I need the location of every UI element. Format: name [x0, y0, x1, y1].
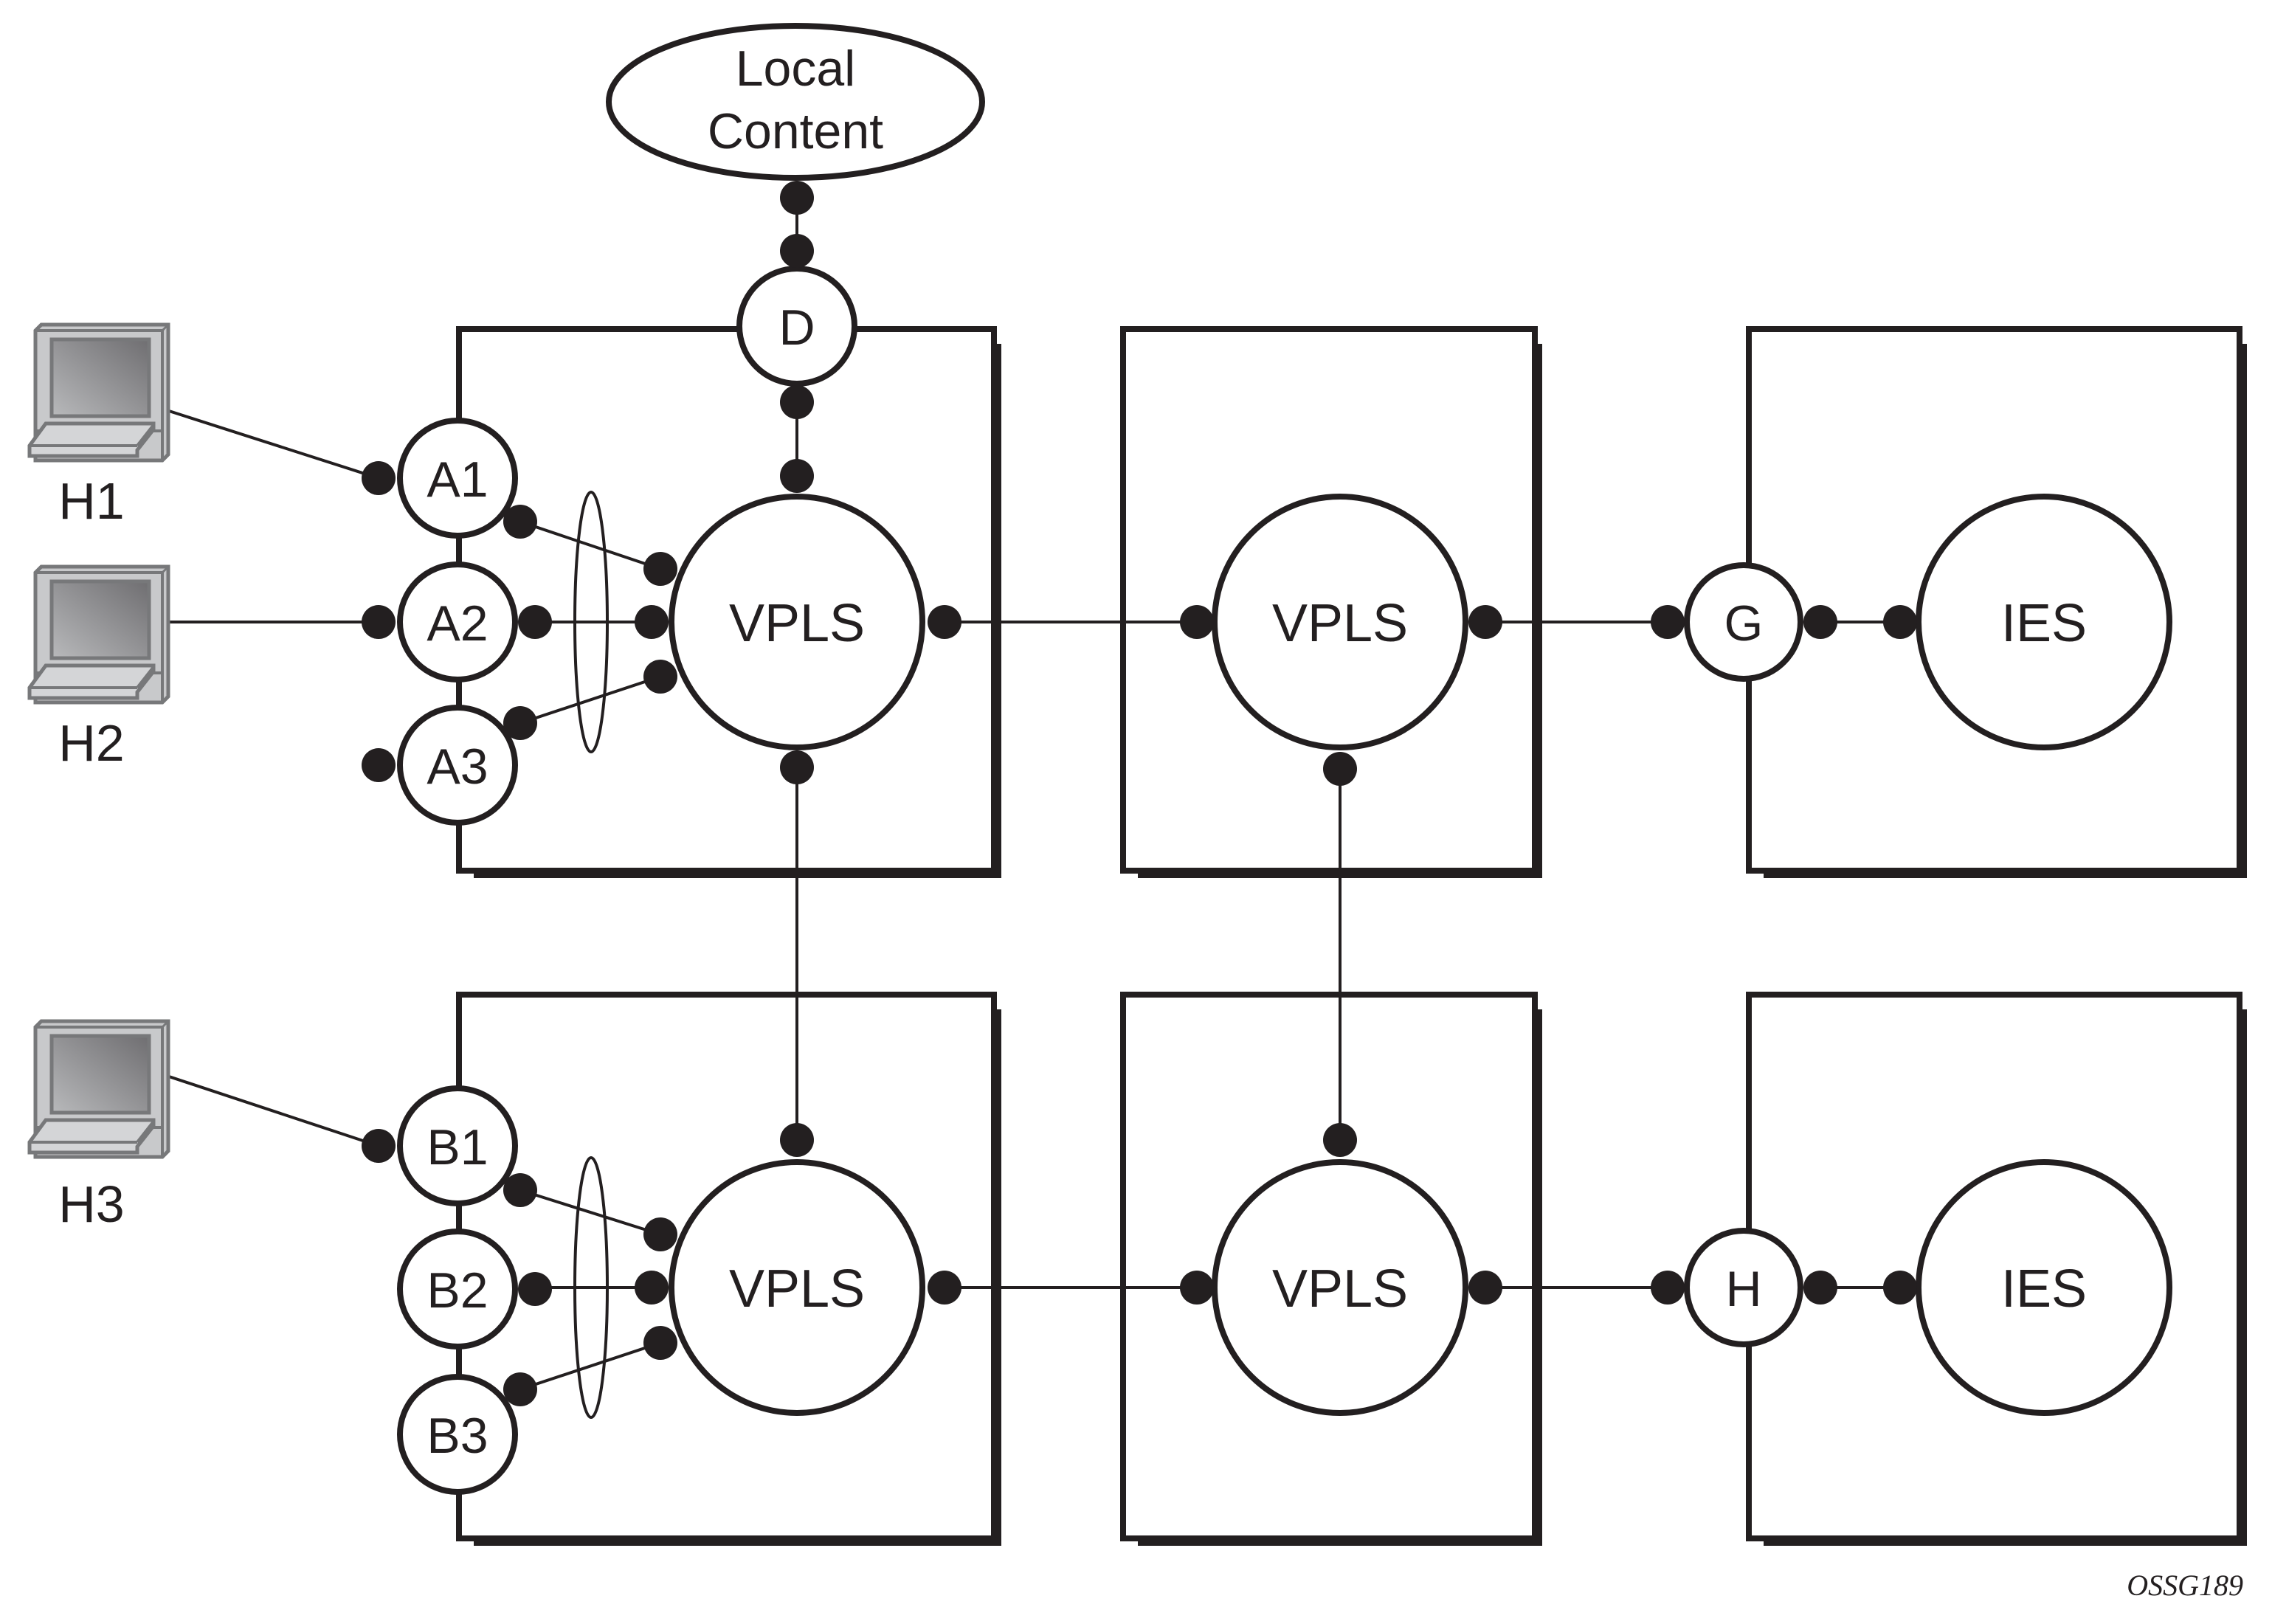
connector-dot: [780, 385, 814, 419]
connector-dot: [503, 505, 537, 539]
connector-dot: [780, 181, 814, 215]
lag-ellipse-bottom: [573, 1156, 609, 1419]
host-h2-label: H2: [58, 714, 124, 772]
connector-dot: [1180, 605, 1214, 639]
ies-2-label: IES: [2001, 1260, 2087, 1319]
ies-2: IES: [1916, 1159, 2172, 1416]
connector-dot: [1323, 752, 1357, 786]
laptop-icon: [30, 325, 168, 460]
local-content-line2: Content: [708, 103, 883, 159]
connector-dot: [1651, 1271, 1685, 1305]
figure-id-label: OSSG189: [2127, 1569, 2243, 1602]
connector-dot: [643, 552, 677, 586]
host-h1-label: H1: [58, 472, 124, 530]
sap-g-label: G: [1724, 595, 1764, 652]
vpls-1: VPLS: [669, 494, 925, 750]
vpls-4: VPLS: [669, 1159, 925, 1416]
host-h3-label: H3: [58, 1175, 124, 1233]
host-h3: H3: [30, 1021, 168, 1233]
connector-dot: [518, 605, 552, 639]
vpls-1-label: VPLS: [729, 594, 865, 653]
connector-dot: [643, 1326, 677, 1360]
sap-a1-label: A1: [427, 452, 488, 508]
sap-b1: B1: [397, 1085, 518, 1206]
connector-dot: [643, 1217, 677, 1251]
host-h2: H2: [30, 567, 168, 772]
sap-a2: A2: [397, 562, 518, 683]
connector-dot: [503, 1372, 537, 1406]
connector-dot: [503, 1173, 537, 1207]
sap-g: G: [1684, 562, 1803, 682]
connector-dot: [780, 459, 814, 493]
sap-d-label: D: [778, 300, 815, 356]
link-a1-vpls1: [519, 520, 661, 570]
local-content: Local Content: [606, 23, 985, 181]
sap-a2-label: A2: [427, 595, 488, 652]
ies-1-label: IES: [2001, 594, 2087, 653]
connector-dot: [780, 234, 814, 268]
connector-dot: [928, 1271, 961, 1305]
connector-dot: [362, 1129, 396, 1163]
connector-dot: [780, 750, 814, 784]
connector-dot: [1883, 605, 1917, 639]
ies-1: IES: [1916, 494, 2172, 750]
connector-dot: [503, 706, 537, 740]
connector-dot: [928, 605, 961, 639]
connector-dot: [1803, 605, 1837, 639]
connector-dot: [643, 660, 677, 694]
sap-b2-label: B2: [427, 1262, 488, 1319]
sap-d: D: [736, 266, 857, 387]
vpls-2: VPLS: [1212, 494, 1468, 750]
sap-b3: B3: [397, 1374, 518, 1495]
connector-dot: [362, 461, 396, 495]
connector-dot: [635, 605, 669, 639]
connector-dot: [1883, 1271, 1917, 1305]
connector-dot: [1803, 1271, 1837, 1305]
sap-h-label: H: [1725, 1261, 1761, 1317]
connector-dot: [518, 1272, 552, 1306]
vpls-5: VPLS: [1212, 1159, 1468, 1416]
link-b1-vpls4: [519, 1189, 661, 1236]
link-h3-b1: [166, 1074, 379, 1147]
laptop-icon: [30, 567, 168, 702]
laptop-icon: [30, 1021, 168, 1157]
connector-dot: [1651, 605, 1685, 639]
connector-dot: [1180, 1271, 1214, 1305]
local-content-line1: Local: [736, 41, 856, 97]
sap-b2: B2: [397, 1229, 518, 1350]
sap-a1: A1: [397, 418, 518, 539]
connector-dot: [635, 1271, 669, 1305]
sap-b1-label: B1: [427, 1119, 488, 1175]
connector-dot: [780, 1123, 814, 1157]
host-h1: H1: [30, 325, 168, 530]
connector-dots: [362, 181, 1917, 1406]
sap-h: H: [1684, 1228, 1803, 1347]
connector-dot: [1468, 605, 1502, 639]
connector-dot: [1468, 1271, 1502, 1305]
connector-dot: [1323, 1123, 1357, 1157]
vpls-4-label: VPLS: [729, 1260, 865, 1319]
sap-a3: A3: [397, 705, 518, 826]
sap-b3-label: B3: [427, 1408, 488, 1464]
connector-dot: [362, 605, 396, 639]
lag-ellipse-top: [573, 491, 609, 753]
link-a3-vpls1: [519, 675, 661, 725]
vpls-5-label: VPLS: [1272, 1260, 1408, 1319]
connector-dot: [362, 748, 396, 782]
link-h1-a1: [166, 409, 379, 480]
link-b3-vpls4: [519, 1341, 661, 1391]
vpls-2-label: VPLS: [1272, 594, 1408, 653]
sap-a3-label: A3: [427, 739, 488, 795]
